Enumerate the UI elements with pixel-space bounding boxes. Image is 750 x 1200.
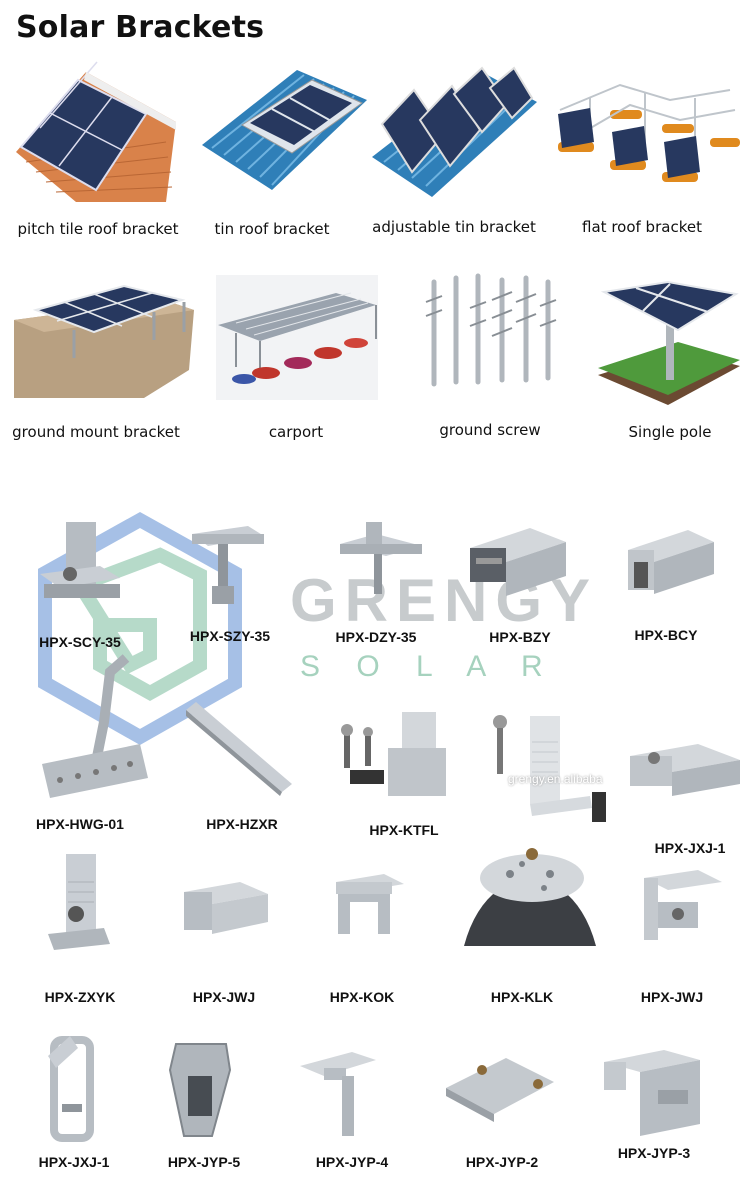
part-label: HPX-JYP-5 [167, 1154, 241, 1170]
part-label: HPX-KOK [329, 989, 395, 1005]
ground-mount-image [14, 284, 194, 398]
category-label: adjustable tin bracket [372, 218, 536, 236]
part-label: HPX-HWG-01 [36, 816, 124, 832]
category-label: ground mount bracket [12, 423, 180, 441]
part-label: HPX-HZXR [206, 816, 278, 832]
category-label: Single pole [628, 423, 712, 441]
grengy-logo-icon [38, 511, 242, 746]
part-label: HPX-JXJ-1 [38, 1154, 110, 1170]
category-label: pitch tile roof bracket [17, 220, 179, 238]
part-image [630, 744, 740, 796]
part-image [336, 874, 404, 934]
single-pole-image [598, 280, 740, 405]
part-image [42, 654, 148, 798]
category-label: ground screw [439, 421, 541, 439]
part-image [300, 1052, 376, 1136]
part-label: HPX-SCY-35 [39, 634, 121, 650]
category-label: flat roof bracket [582, 218, 702, 236]
watermark-sub: S O L A R [300, 650, 557, 683]
part-label: HPX-SZY-35 [189, 628, 271, 644]
adjustable-tin-image [372, 66, 537, 197]
part-image [493, 715, 606, 822]
part-image [470, 528, 566, 596]
part-label: HPX-JXJ-1 [654, 840, 726, 856]
part-image [168, 1043, 232, 1137]
part-image [192, 526, 264, 604]
part-label: HPX-BCY [634, 627, 698, 643]
watermark-text: grengy.en.alibaba [508, 772, 603, 786]
part-label: HPX-JYP-3 [617, 1145, 691, 1161]
flat-roof-image [558, 83, 740, 182]
part-image [604, 1050, 700, 1136]
part-image [628, 530, 714, 594]
part-label: HPX-JWJ [640, 989, 704, 1005]
part-image [48, 854, 110, 950]
part-image [446, 1058, 554, 1122]
part-label: HPX-BZY [489, 629, 551, 645]
part-image [184, 882, 268, 934]
carport-image [216, 275, 378, 400]
part-image [644, 870, 722, 940]
part-label: HPX-KLK [490, 989, 554, 1005]
tin-roof-image [202, 70, 367, 190]
category-label: carport [268, 423, 324, 441]
part-image [340, 522, 422, 594]
part-image [464, 848, 596, 946]
part-image [40, 522, 120, 598]
part-image [48, 1036, 94, 1142]
page-title: Solar Brackets [16, 10, 265, 45]
part-label: HPX-DZY-35 [335, 629, 417, 645]
part-image [186, 702, 292, 796]
part-label: HPX-KTFL [369, 822, 439, 838]
pitch-tile-roof-image [16, 61, 176, 202]
part-image [341, 712, 446, 796]
ground-screw-image [425, 273, 557, 387]
category-label: tin roof bracket [214, 220, 330, 238]
part-label: HPX-JYP-4 [315, 1154, 389, 1170]
part-label: HPX-JYP-2 [465, 1154, 539, 1170]
part-label: HPX-ZXYK [44, 989, 116, 1005]
part-label: HPX-JWJ [192, 989, 256, 1005]
